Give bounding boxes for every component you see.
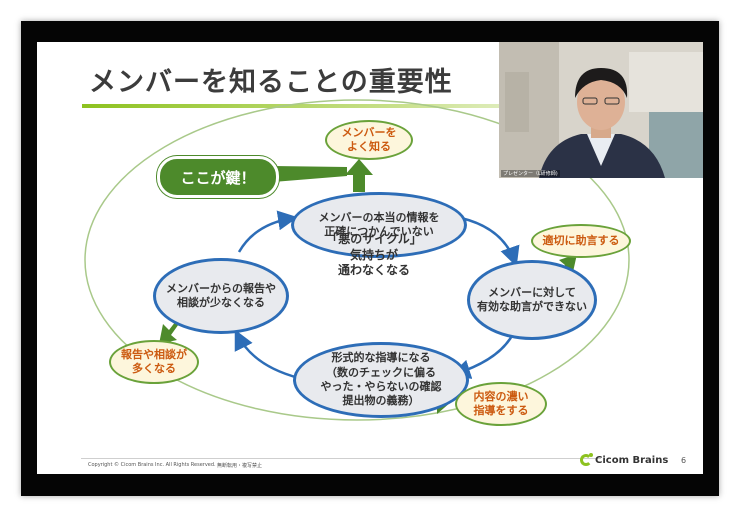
arrow-top-to-right	[460, 216, 520, 267]
outer-ellipse	[84, 99, 630, 421]
cycle-node-reporting: メンバーからの報告や 相談が少なくなる	[153, 258, 289, 334]
cycle-node-formal-guidance: 形式的な指導になる （数のチェックに偏る やった・やらないの確認 提出物の義務）	[293, 342, 469, 418]
presenter-image	[499, 42, 703, 178]
logo-mark-icon	[580, 453, 593, 466]
outcome-know-members: メンバーを よく知る	[325, 120, 413, 160]
presenter-caption: プレゼンター（L研修師)	[501, 170, 560, 177]
cycle-node-info: メンバーの本当の情報を 正確につかんでいない	[291, 192, 467, 258]
no-reproduction-notice: 無断転用・複写禁止	[217, 463, 263, 469]
arrow-left-to-top	[237, 210, 298, 253]
slide-title: メンバーを知ることの重要性	[89, 67, 453, 98]
cycle-node-advice: メンバーに対して 有効な助言ができない	[467, 260, 597, 340]
key-callout: ここが鍵！	[157, 156, 279, 198]
key-pointer	[273, 166, 347, 182]
company-logo: Cicom Brains	[580, 453, 669, 466]
outcome-advise: 適切に助言する	[531, 224, 631, 258]
arrow-up-know	[345, 159, 373, 192]
footer-divider	[81, 458, 601, 459]
title-underline	[82, 104, 602, 108]
logo-text: Cicom Brains	[595, 454, 669, 466]
presenter-video[interactable]: プレゼンター（L研修師)	[499, 42, 703, 178]
copyright-text: Copyright © Cicom Brains Inc. All Rights…	[88, 462, 216, 468]
vicious-cycle-label: 「悪のサイクル」 気持ちが 通わなくなる	[326, 232, 422, 278]
arrow-bottom-to-left	[234, 329, 300, 380]
page-number: 6	[681, 456, 687, 465]
outcome-deep-guidance: 内容の濃い 指導をする	[455, 382, 547, 426]
outcome-more-reports: 報告や相談が 多くなる	[109, 340, 199, 384]
presentation-slide: メンバーを知ることの重要性 メンバーの本当の情報を 正確につかんでい	[37, 42, 703, 474]
